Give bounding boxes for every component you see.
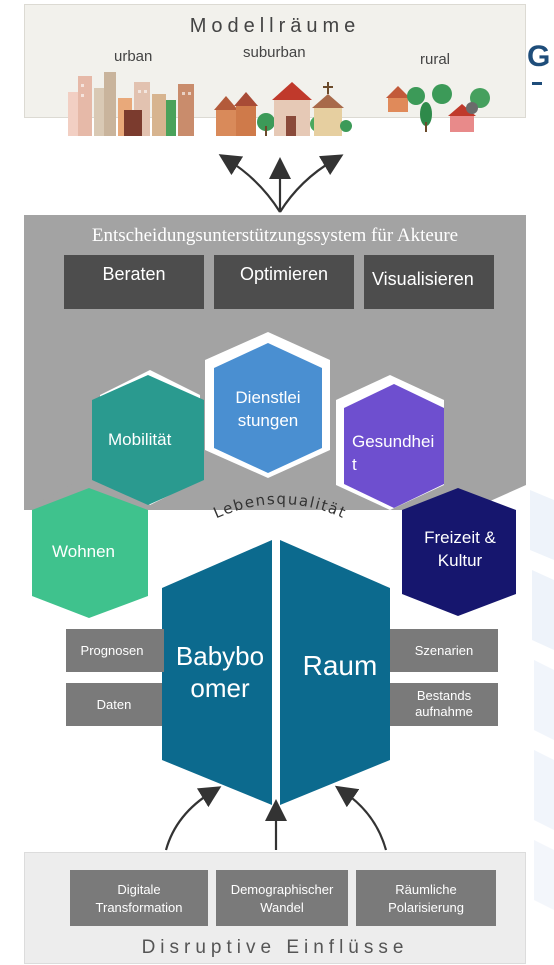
logo-fragment: G [527, 40, 551, 73]
core-hex-right [280, 540, 390, 805]
hex-gesundheit [344, 384, 444, 508]
bestandsaufnahme-label: Bestandsaufnahme [415, 688, 473, 719]
core-hex-left [162, 540, 272, 805]
core-label-left: Babyboomer [175, 641, 265, 703]
logo-mark [532, 82, 542, 85]
visualisieren-label: Visualisieren [372, 269, 474, 289]
daten-box: Daten [66, 683, 162, 726]
raeumliche-polarisierung-label: Räumliche Polarisierung [388, 882, 464, 915]
model-spaces-title: Modellräume [189, 15, 361, 37]
hex-freizeit [402, 488, 516, 616]
urban-skyline-illustration [68, 72, 194, 136]
suburban-houses-illustration [214, 82, 352, 136]
demographischer-wandel-label: Demographischer Wandel [230, 882, 334, 915]
optimieren-label: Optimieren [239, 264, 329, 284]
label-rural: rural [420, 51, 451, 68]
prognosen-label: Prognosen [80, 643, 144, 658]
hex-label-wohnen: Wohnen [52, 542, 116, 561]
prognosen-box: Prognosen [66, 629, 164, 672]
svg-text:Lebensqualität: Lebensqualität [211, 490, 350, 522]
bestandsaufnahme-box: Bestandsaufnahme [390, 683, 498, 726]
szenarien-box: Szenarien [390, 629, 498, 672]
visualisieren-box: Visualisieren [364, 255, 494, 309]
lebensqualitaet-label: Lebensqualität [211, 490, 348, 522]
daten-label: Daten [96, 697, 132, 712]
digitale-transformation-label: Digitale Transformation [95, 882, 183, 915]
hex-dienstleistungen [214, 343, 322, 473]
optimieren-box: Optimieren [214, 255, 354, 309]
digitale-transformation-box: Digitale Transformation [70, 870, 208, 926]
decision-support-title: Entscheidungsunterstützungssystem für Ak… [91, 225, 459, 246]
background-hex-pattern [530, 490, 554, 910]
beraten-label: Beraten [102, 264, 166, 284]
hex-mobilitaet [92, 375, 204, 505]
label-suburban: suburban [243, 44, 306, 61]
upward-arrows-top [218, 154, 344, 213]
hex-label-dienstleistungen: Dienstleistungen [235, 388, 301, 430]
lebensqualitaet-arc: Lebensqualität [211, 490, 350, 522]
rural-landscape-illustration [386, 84, 490, 132]
szenarien-label: Szenarien [414, 643, 474, 658]
demographischer-wandel-box: Demographischer Wandel [216, 870, 348, 926]
core-label-right: Raum [302, 650, 378, 681]
beraten-box: Beraten [64, 255, 204, 309]
hex-label-freizeit: Freizeit & Kultur [424, 528, 496, 570]
upward-arrows-bottom [164, 785, 388, 851]
hex-wohnen [32, 488, 148, 618]
disruptive-influences-title: Disruptive Einflüsse [141, 937, 409, 958]
label-urban: urban [114, 48, 153, 65]
hex-label-mobilitaet: Mobilität [108, 430, 172, 449]
hex-label-gesundheit: Gesundheit [352, 432, 435, 474]
raeumliche-polarisierung-box: Räumliche Polarisierung [356, 870, 496, 926]
